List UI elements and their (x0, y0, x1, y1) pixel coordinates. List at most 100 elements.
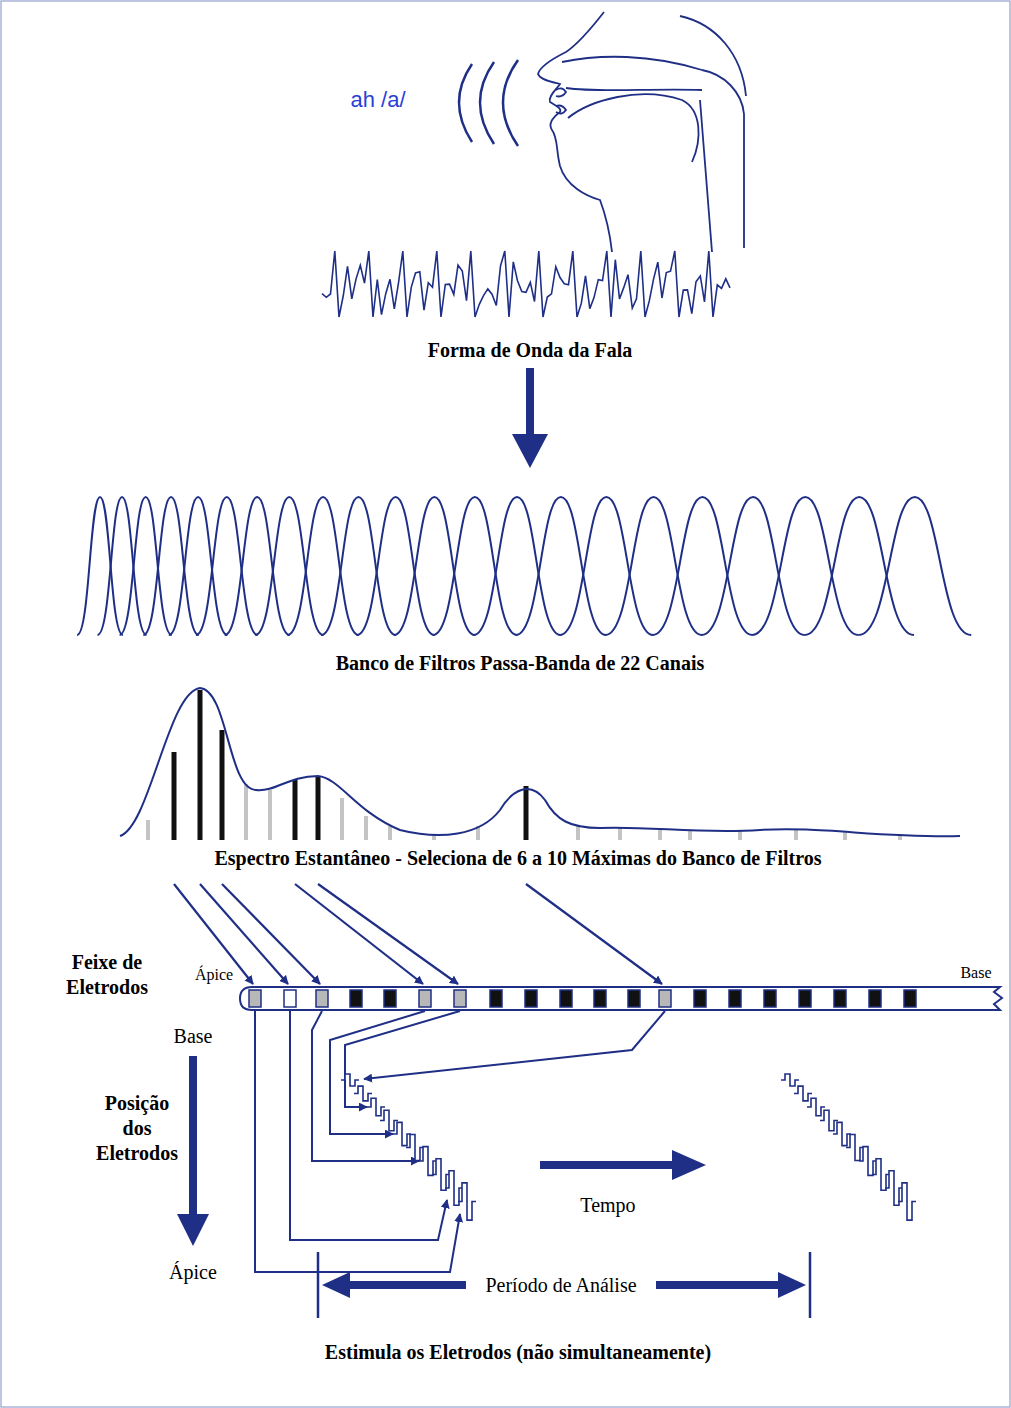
biphasic-pulse (833, 1122, 851, 1145)
label-text: ah /a/ (350, 87, 405, 113)
waveform-line (322, 251, 730, 317)
filter-curve (560, 497, 654, 635)
biphasic-pulse (794, 1086, 812, 1101)
electrode-contact (694, 990, 706, 1007)
biphasic-pulse (859, 1147, 877, 1176)
filter-curve (701, 497, 804, 635)
label-text: Período de Análise (479, 1273, 642, 1297)
filter-curve (394, 497, 475, 635)
electrode-contact (904, 990, 916, 1007)
spectrum-bar (293, 780, 298, 840)
label-text: Feixe de Eletrodos (66, 950, 148, 1000)
spectrum-bar (658, 829, 662, 840)
spectrum-bar (388, 826, 392, 840)
electrode-contact (454, 990, 466, 1007)
biphasic-pulse (419, 1147, 437, 1176)
spectrum-bar (738, 831, 742, 840)
electrode-contacts (249, 990, 916, 1007)
filter-curve (473, 497, 560, 635)
label-text: Tempo (580, 1193, 635, 1217)
electrode-contact (490, 990, 502, 1007)
electrode-contact (419, 990, 431, 1007)
spectrum-bar (576, 826, 580, 840)
biphasic-pulse (458, 1183, 476, 1220)
electrode-contact (764, 990, 776, 1007)
label-text: Ápice (193, 965, 235, 984)
spectrum-bar (220, 730, 225, 840)
spectrum-bar (794, 829, 798, 840)
spectrum-bar (316, 777, 321, 840)
biphasic-pulse (898, 1183, 916, 1220)
biphasic-pulse (807, 1098, 825, 1116)
electrode-contact (594, 990, 606, 1007)
spectrum-bars (146, 690, 902, 840)
spectrum-bar (340, 798, 344, 840)
electrode-contact (799, 990, 811, 1007)
biphasic-pulse (341, 1074, 359, 1086)
stimulus-leaders (255, 1011, 665, 1272)
electrode-contact (869, 990, 881, 1007)
electrode-contact (729, 990, 741, 1007)
spectrum-bar (688, 831, 692, 840)
biphasic-pulse (872, 1159, 890, 1191)
selection-arrows (174, 884, 662, 984)
biphasic-pulse (445, 1171, 463, 1205)
filter-curve (858, 497, 971, 635)
stage-caption: Espectro Estantâneo - Seleciona de 6 a 1… (214, 846, 821, 870)
spectrum-bar (268, 790, 272, 840)
electrode-contact (384, 990, 396, 1007)
label-text: Posição dos Eletrodos (96, 1091, 178, 1166)
biphasic-pulse (367, 1098, 385, 1116)
analysis-period (318, 1252, 810, 1318)
biphasic-pulse (380, 1110, 398, 1130)
label-text: Base (174, 1024, 213, 1048)
head-profile (538, 12, 746, 252)
biphasic-pulse (354, 1086, 372, 1101)
electrode-contact (350, 990, 362, 1007)
stage-caption: Estimula os Eletrodos (não simultaneamen… (325, 1340, 711, 1364)
spectrum-bar (146, 820, 150, 840)
electrode-contact (284, 990, 296, 1007)
spectrum-bar (244, 784, 248, 840)
speech-waveform (322, 251, 730, 317)
electrode-contact (316, 990, 328, 1007)
biphasic-pulse (885, 1171, 903, 1205)
spectrum-bar (364, 816, 368, 840)
stage-caption: Forma de Onda da Fala (428, 338, 632, 362)
filter-curve (752, 497, 858, 635)
time-arrow (540, 1150, 706, 1180)
electrode-contact (525, 990, 537, 1007)
electrode-array (240, 987, 1002, 1010)
electrode-contact (834, 990, 846, 1007)
spectrum-curve (120, 688, 960, 836)
filter-curve (433, 497, 517, 635)
position-arrow (177, 1056, 209, 1246)
spectrum-bar (198, 690, 203, 840)
filter-curve (804, 497, 914, 635)
electrode-contact (249, 990, 261, 1007)
filter-curve (605, 497, 702, 635)
electrode-contact (560, 990, 572, 1007)
label-text: Ápice (169, 1260, 217, 1284)
biphasic-pulse (393, 1122, 411, 1145)
filter-curve (516, 497, 606, 635)
spectrum-bar (172, 752, 177, 840)
flow-arrow (512, 368, 548, 468)
stage-caption: Banco de Filtros Passa-Banda de 22 Canai… (336, 651, 705, 675)
electrode-contact (659, 990, 671, 1007)
biphasic-pulse (820, 1110, 838, 1130)
spectrum-bar (524, 786, 529, 840)
stimulus-pulses (341, 1074, 916, 1220)
filter-curve (652, 497, 752, 635)
biphasic-pulse (432, 1159, 450, 1191)
biphasic-pulse (781, 1074, 799, 1086)
filter-bank (77, 497, 971, 635)
electrode-contact (628, 990, 640, 1007)
sound-waves (459, 60, 518, 146)
label-text: Base (958, 963, 993, 982)
biphasic-pulse (846, 1135, 864, 1161)
